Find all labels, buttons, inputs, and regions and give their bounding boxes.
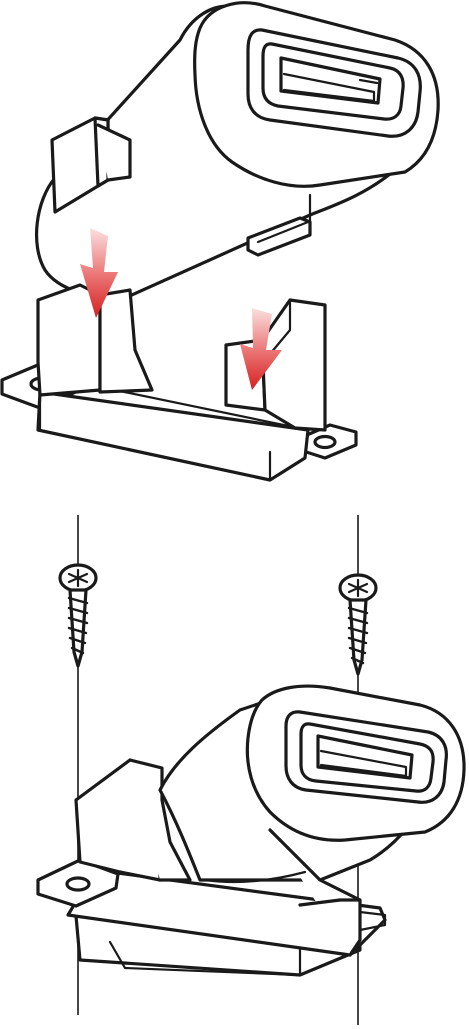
phillips-screw-icon (338, 573, 378, 676)
screw-left (58, 563, 98, 668)
bracket-upright-left (36, 283, 102, 397)
assembled-unit (36, 684, 466, 977)
down-arrow-icon (240, 308, 282, 390)
down-arrow-icon (80, 228, 118, 318)
usb-module-top (34, 1, 440, 300)
bracket-top (0, 283, 358, 482)
assembled-screw-hole (65, 876, 91, 892)
screw-hole-right (313, 434, 337, 450)
phillips-screw-icon (58, 563, 98, 668)
arrow-left (80, 228, 118, 318)
arrow-right (240, 308, 282, 390)
screw-right (338, 573, 378, 676)
usb-port-tongue (282, 72, 376, 103)
